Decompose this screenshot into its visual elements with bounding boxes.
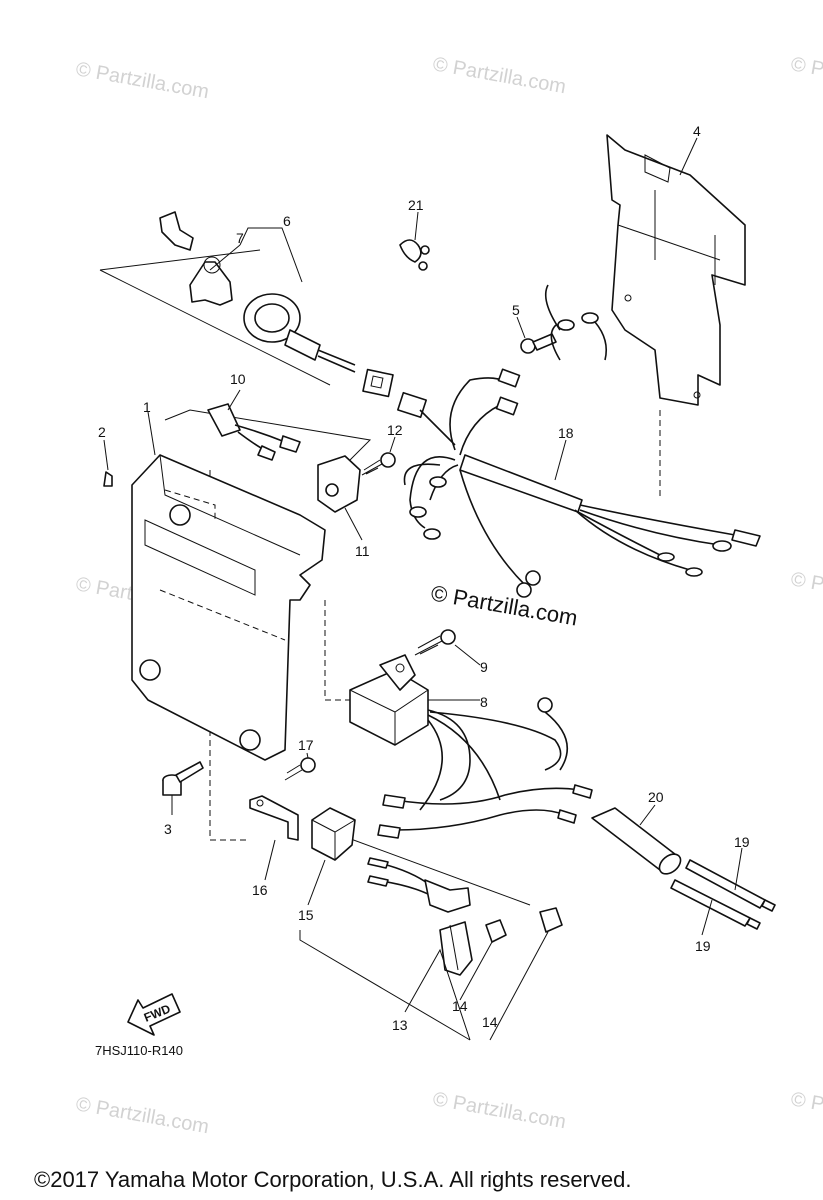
callout-15: 15 [298, 907, 314, 923]
part-12-screw [361, 452, 396, 476]
part-15-relay [311, 807, 356, 861]
callout-9: 9 [480, 659, 488, 675]
callout-2: 2 [98, 424, 106, 440]
watermark-mid-right: © Partzilla.com [789, 568, 823, 613]
callout-14a: 14 [452, 998, 468, 1014]
watermark-bottom-left: © Partzilla.com [74, 1093, 211, 1138]
fwd-arrow: FWD [127, 993, 181, 1036]
part-16-bracket [249, 795, 299, 841]
part-11-bracket [317, 455, 361, 513]
callout-3: 3 [164, 821, 172, 837]
watermark-top-left: © Partzilla.com [74, 58, 211, 103]
callout-16: 16 [252, 882, 268, 898]
watermark-top-mid: © Partzilla.com [431, 53, 568, 98]
callout-18: 18 [558, 425, 574, 441]
watermark-top-right: © Partzilla.com [789, 53, 823, 98]
callout-6: 6 [283, 213, 291, 229]
diagram-code: 7HSJ110-R140 [95, 1043, 183, 1058]
part-21-clip [399, 239, 430, 271]
part-2-clip [103, 471, 113, 487]
callout-8: 8 [480, 694, 488, 710]
leader-lines [103, 137, 743, 1041]
callout-17: 17 [298, 737, 314, 753]
callout-19b: 19 [695, 938, 711, 954]
part-10-sensor [207, 403, 301, 461]
part-7-key [159, 211, 233, 306]
callout-11: 11 [355, 543, 370, 559]
part-8-cdi-unit [349, 654, 593, 839]
callout-7: 7 [236, 230, 244, 246]
callout-19a: 19 [734, 834, 750, 850]
part-17-screw [284, 757, 316, 781]
callout-12: 12 [387, 422, 403, 438]
watermark-bottom-mid: © Partzilla.com [431, 1088, 568, 1133]
callout-21: 21 [408, 197, 424, 213]
callout-10: 10 [230, 371, 246, 387]
callout-14b: 14 [482, 1014, 498, 1030]
part-5-screw [520, 284, 608, 361]
callout-labels: 1 2 3 4 5 6 7 8 9 10 11 12 13 14 14 15 1… [98, 123, 750, 1033]
part-19-connectors [670, 859, 776, 930]
callout-5: 5 [512, 302, 520, 318]
part-6-main-switch [243, 293, 394, 398]
part-1-electrical-box [131, 454, 326, 761]
callout-20: 20 [648, 789, 664, 805]
part-4-cover-plate [606, 134, 746, 406]
part-13-fuse-holder [367, 857, 473, 976]
callout-4: 4 [693, 123, 701, 139]
part-9-screw [414, 629, 456, 656]
part-14-fuse-b [539, 907, 563, 933]
part-18-wire-harness [397, 368, 761, 598]
part-20-sleeve [591, 807, 682, 875]
watermark-bottom-right: © Partzilla.com [789, 1088, 823, 1133]
callout-1: 1 [143, 399, 151, 415]
part-14-fuse-a [485, 919, 507, 943]
copyright-notice: ©2017 Yamaha Motor Corporation, U.S.A. A… [34, 1167, 631, 1192]
watermark-center: © Partzilla.com [429, 580, 579, 630]
part-3-bolt [162, 761, 204, 796]
callout-13: 13 [392, 1017, 408, 1033]
